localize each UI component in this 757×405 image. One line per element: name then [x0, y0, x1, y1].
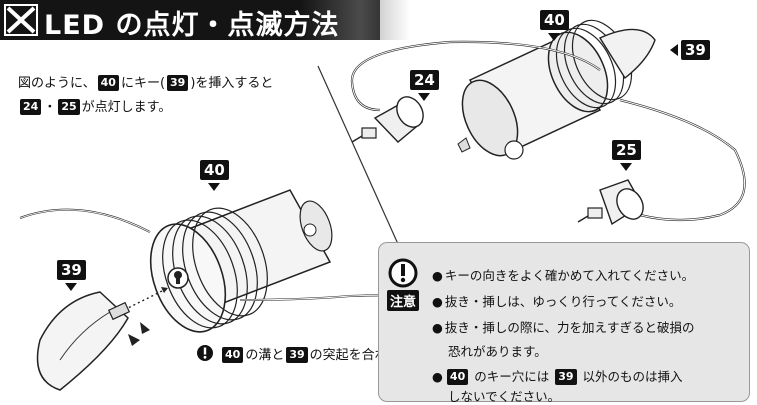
- callout-40-top: 40: [540, 10, 569, 41]
- exclamation-icon: [388, 258, 418, 288]
- intro-text-segment: ・: [43, 100, 57, 115]
- bullet-icon: ●: [432, 268, 443, 283]
- caution-item: ●抜き・挿しは、ゆっくり行ってください。: [432, 291, 681, 310]
- pointer-arrow: [208, 183, 221, 191]
- pointer-arrow: [548, 33, 561, 41]
- part-number-badge: 25: [612, 140, 641, 160]
- part-number-badge: 40: [222, 347, 244, 363]
- caution-item-text: のキー穴には: [470, 369, 554, 384]
- callout-24: 24: [410, 70, 439, 101]
- caution-badge: 注意: [381, 258, 425, 311]
- caution-item-text: 抜き・挿しは、ゆっくり行ってください。: [444, 294, 682, 309]
- intro-text-segment: にキー(: [120, 76, 166, 91]
- led-housing-front-illustration: [119, 189, 333, 333]
- page-title: LED の点灯・点滅方法: [44, 10, 340, 41]
- divider-line: [317, 65, 399, 245]
- header-fade: [300, 0, 410, 40]
- callout-40-mid: 40: [200, 160, 229, 191]
- caution-item: ●抜き・挿しの際に、力を加えすぎると破損の: [432, 317, 695, 336]
- caution-item-continued: しないでください。: [448, 386, 560, 405]
- alignment-note-text: の溝と: [245, 348, 285, 363]
- intro-text-segment: が点灯します。: [81, 100, 172, 115]
- led-25-illustration: [577, 179, 644, 226]
- part-number-badge: 40: [200, 160, 229, 180]
- part-number-badge: 40: [540, 10, 569, 30]
- caution-item-text: 恐れがあります。: [448, 344, 547, 359]
- caution-item-text: 抜き・挿しの際に、力を加えすぎると破損の: [444, 320, 695, 335]
- part-number-badge: 40: [97, 75, 119, 91]
- part-number-badge: 39: [57, 260, 86, 280]
- caution-label: 注意: [386, 290, 419, 311]
- caution-item: ●キーの向きをよく確かめて入れてください。: [432, 265, 694, 284]
- part-number-badge: 39: [286, 347, 308, 363]
- intro-text-segment: )を挿入すると: [190, 76, 274, 91]
- alignment-mark: [140, 322, 150, 334]
- caution-item-text: 以外のものは挿入: [578, 369, 683, 384]
- part-number-badge: 24: [410, 70, 439, 90]
- cross-icon: [4, 4, 38, 36]
- part-number-badge: 39: [555, 369, 577, 385]
- exclamation-icon: [197, 345, 213, 361]
- key-39-illustration: [36, 291, 131, 391]
- bullet-icon: ●: [432, 320, 443, 335]
- callout-39-left: 39: [57, 260, 86, 291]
- part-number-badge: 24: [20, 99, 42, 115]
- alignment-mark: [128, 334, 140, 346]
- part-number-badge: 25: [58, 99, 80, 115]
- bullet-icon: ●: [432, 369, 443, 384]
- bullet-icon: ●: [432, 294, 443, 309]
- caution-item: ●40 のキー穴には 39 以外のものは挿入: [432, 366, 682, 385]
- callout-39-top: 39: [681, 40, 710, 60]
- pointer-arrow: [670, 44, 678, 56]
- led-24-illustration: [351, 96, 424, 143]
- callout-25: 25: [612, 140, 641, 171]
- part-number-badge: 40: [446, 369, 469, 385]
- pointer-arrow: [418, 93, 431, 101]
- intro-text-segment: 図のように、: [18, 76, 96, 91]
- part-number-badge: 39: [167, 75, 189, 91]
- pointer-arrow: [65, 283, 78, 291]
- part-number-badge: 39: [681, 40, 710, 60]
- caution-item-text: キーの向きをよく確かめて入れてください。: [444, 268, 695, 283]
- caution-item-continued: 恐れがあります。: [448, 341, 547, 360]
- pointer-arrow: [620, 163, 633, 171]
- caution-item-text: しないでください。: [448, 389, 561, 404]
